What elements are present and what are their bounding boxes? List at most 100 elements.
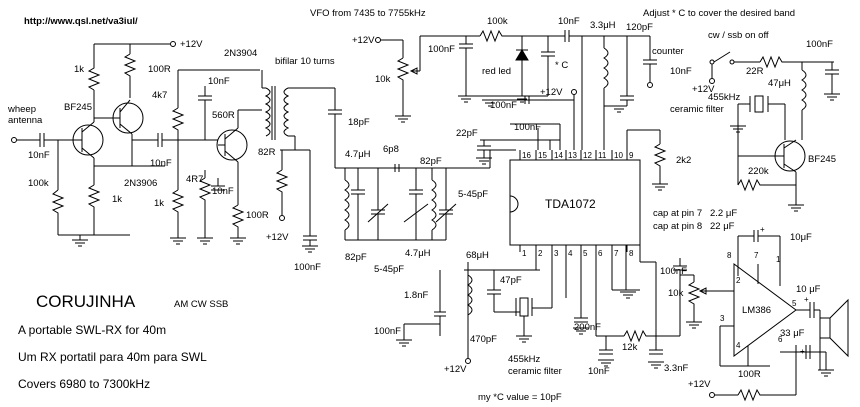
c-120pf-label: 120pF (626, 22, 653, 33)
desc-line2: Um RX portatil para 40m para SWL (18, 350, 207, 364)
l-4u7-b-label: 4.7μH (405, 248, 431, 259)
q2-label: 2N3906 (124, 178, 157, 189)
ic-bottom-pin-number: 1 (522, 249, 527, 258)
q4-jfet: BF245 (738, 139, 836, 173)
q4-label: BF245 (808, 154, 836, 165)
plus12-a-label: +12V (180, 39, 203, 50)
c-82pf-b-label: 82pF (345, 252, 367, 263)
ic-top-pin-number: 14 (554, 151, 563, 160)
antenna-input: wheep antenna 10nF 100k (7, 104, 130, 236)
ic-bottom-pin-number: 5 (583, 249, 588, 258)
r-220k-label: 220k (748, 166, 769, 177)
plus12-e-label: +12V (688, 379, 711, 390)
amp-pin-7: 7 (754, 251, 759, 260)
c-star-label: * C (555, 60, 568, 71)
ic-top-pin-number: 16 (522, 151, 531, 160)
lm386-amp: LM386 2 3 4 6 7 8 1 5 (720, 251, 797, 357)
ic-top-pin-number: 11 (598, 151, 607, 160)
ic-bottom-pin-number: 4 (568, 249, 573, 258)
l-3u3-label: 3.3μH (590, 20, 616, 31)
amp-pin-6: 6 (778, 335, 783, 344)
ceramic-filter-label-line2: ceramic filter (508, 366, 562, 377)
c-10nf-b-label: 10nF (150, 158, 172, 169)
l-4u7-a-label: 4.7μH (345, 149, 371, 160)
r-100k-vfo-label: 100k (487, 16, 508, 27)
c-82pf-a-label: 82pF (420, 156, 442, 167)
cap-pin8-val: 22 μF (710, 221, 735, 232)
c-10nf-e-label: 10nF (588, 366, 610, 377)
c-10uf-a-label: 10μF (790, 232, 812, 243)
c-3n3-label: 3.3nF (664, 363, 688, 374)
header-vfo-note: VFO from 7435 to 7755kHz (310, 8, 426, 19)
c-10uf-b-plus: + (804, 295, 809, 304)
c-10nf-vfo-label: 10nF (558, 16, 580, 27)
q1-jfet: BF245 (64, 102, 104, 159)
amp-pin-1: 1 (776, 255, 781, 264)
ic-bottom-pin-number: 6 (598, 249, 603, 258)
pot-10k-vol-label: 10k (668, 288, 684, 299)
plus12-c-label: +12V (540, 87, 563, 98)
title: CORUJINHA (36, 292, 136, 311)
counter-label: counter (652, 46, 684, 57)
bfo-filter-label-line2: ceramic filter (670, 104, 724, 115)
bifilar-transformer: bifilar 10 turns (238, 56, 335, 140)
pot-10k-vfo-label: 10k (375, 74, 391, 85)
c-47pf-label: 47pF (500, 275, 522, 286)
c-10nf-c-label: 10nF (208, 76, 230, 87)
cw-ssb-label: cw / ssb on off (708, 30, 769, 41)
c-100nf-c-label: 100nF (514, 122, 541, 133)
r-1k-a-label: 1k (74, 64, 84, 75)
c-100nf-vfo-label: 100nF (428, 44, 455, 55)
c-in-label: 10nF (28, 150, 50, 161)
r-12k-label: 12k (622, 342, 638, 353)
red-led-label: red led (482, 66, 511, 77)
c-470pf-label: 470pF (470, 334, 497, 345)
cap-pin8-label: cap at pin 8 (653, 221, 702, 232)
c-1n8-label: 1.8nF (404, 290, 428, 301)
l-68u-label: 68μH (466, 250, 489, 261)
q1-label: BF245 (64, 102, 92, 113)
amp-label: LM386 (742, 305, 771, 316)
r-4r7-label: 4R7 (186, 174, 203, 185)
ic-bottom-pin-number: 7 (614, 249, 619, 258)
speaker-icon (819, 298, 849, 358)
q3-npn: 2N3904 (216, 48, 257, 163)
bfo-filter-label-line1: 455kHz (708, 92, 740, 103)
header-adjust-note: Adjust * C to cover the desired band (643, 8, 795, 19)
ic-top-pin-number: 10 (614, 151, 623, 160)
ic-mixer-label: TDA1072 (545, 197, 596, 211)
c-10nf-cnt-label: 10nF (670, 66, 692, 77)
r-22r-label: 22R (746, 66, 764, 77)
antenna-label-line2: antenna (8, 115, 43, 126)
ic-bottom-pin-number: 8 (629, 249, 634, 258)
amp-pin-3: 3 (720, 314, 725, 323)
c-100nf-d-label: 100nF (374, 326, 401, 337)
c-100nf-e-label: 100nF (660, 266, 687, 277)
r-100r-c-label: 100R (738, 369, 761, 380)
c-22pf-label: 22pF (456, 128, 478, 139)
plus12-b-label: +12V (266, 232, 289, 243)
c-10nf-d-label: 10nF (212, 186, 234, 197)
r-1k-b-label: 1k (112, 194, 122, 205)
ic-top-pin-number: 15 (538, 151, 547, 160)
c-6p8-label: 6p8 (383, 144, 399, 155)
ic-top-pin-number: 13 (568, 151, 577, 160)
c-33uf-plus: + (800, 347, 805, 356)
r-4k7-label: 4k7 (152, 90, 167, 101)
plus12-d-label: +12V (444, 364, 467, 375)
ceramic-filter-label-line1: 455kHz (508, 354, 540, 365)
footnote: my *C value = 10pF (478, 392, 562, 403)
r-2k2-label: 2k2 (676, 155, 691, 166)
amp-pin-4: 4 (736, 341, 741, 350)
red-led: red led (482, 36, 529, 96)
ic-bottom-pin-number: 3 (554, 249, 559, 258)
r-100r-b-label: 100R (246, 210, 269, 221)
amp-pin-5: 5 (792, 299, 797, 308)
l-47u-label: 47μH (768, 78, 791, 89)
c-10uf-a-plus: + (760, 225, 765, 234)
r-560r-label: 560R (212, 110, 235, 121)
